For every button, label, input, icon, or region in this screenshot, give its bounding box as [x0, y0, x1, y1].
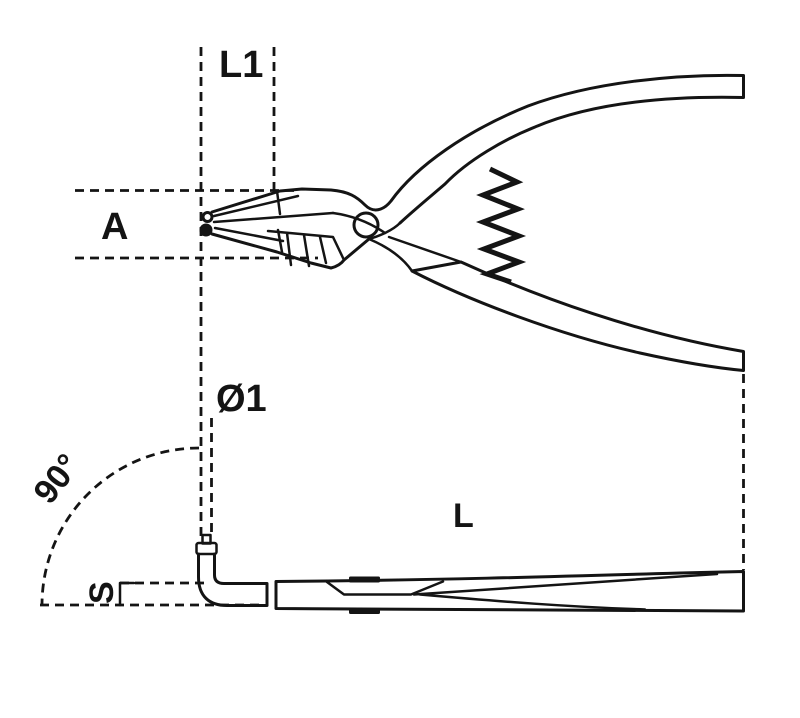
dimension-lines [40, 47, 745, 607]
body-recess-lines [325, 580, 445, 596]
upper-jaw-and-handle-outline [210, 73, 745, 225]
label-tip-opening: A [101, 206, 128, 248]
label-tip-diameter: Ø1 [216, 378, 267, 420]
dim-bracket-s [118, 581, 136, 607]
lower-tip-circle [199, 223, 213, 237]
upper-jaw-facet-lines [212, 189, 335, 254]
pliers-top-view [199, 73, 745, 372]
pivot-tab-bottom [349, 608, 380, 614]
return-spring-zigzag [475, 166, 527, 285]
pivot-rivet-circle [352, 211, 380, 239]
label-bend-angle: 90° [26, 447, 88, 511]
upper-tip-circle [201, 211, 214, 223]
label-tip-thickness: S [83, 581, 121, 604]
pivot-plate-lines [331, 211, 463, 273]
pliers-side-view [195, 533, 745, 614]
body-wedge-lines [412, 572, 719, 611]
bent-tip-and-jaw-outline [197, 552, 269, 607]
pivot-tab-top [349, 576, 380, 583]
dim-arc-90-degrees [40, 446, 200, 606]
lower-handle-outline [410, 260, 745, 372]
lower-jaw-box-lines [266, 229, 346, 268]
label-overall-length: L [453, 497, 474, 535]
label-tip-length: L1 [219, 44, 263, 86]
tip-cap [195, 541, 218, 556]
dimension-labels: L1 A Ø1 90° S L [26, 44, 473, 604]
body-bar-outline [274, 570, 745, 613]
